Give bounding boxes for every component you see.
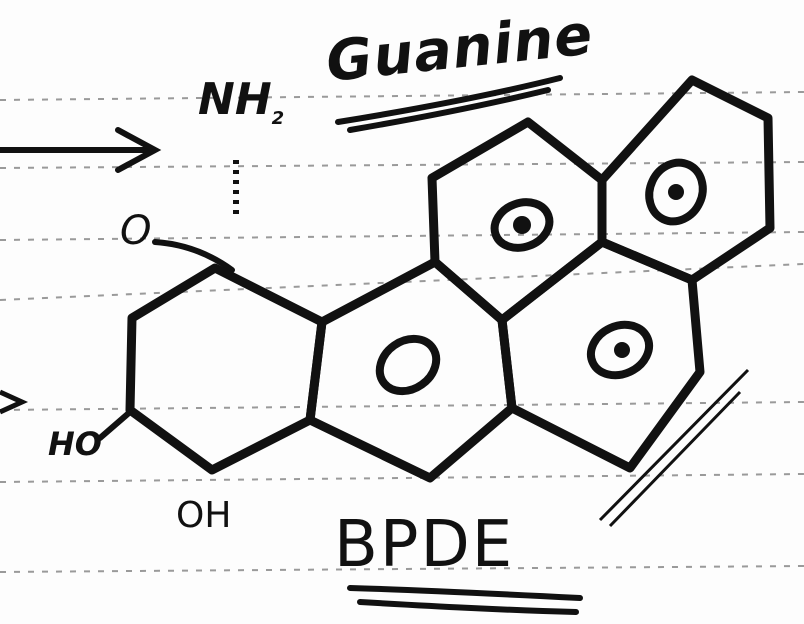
epoxide-bond — [152, 239, 235, 273]
bpde-underline — [347, 585, 583, 601]
oxygen-label: O — [120, 208, 152, 254]
aromatic-circle-b — [375, 334, 441, 396]
hatch-stroke-2 — [608, 390, 742, 528]
aromatic-circle-c — [490, 198, 554, 252]
amine-label: NH2 — [198, 74, 284, 129]
amine-text: NH — [198, 74, 272, 125]
hydroxyl-bottom-label: OH — [176, 495, 232, 536]
aromatic-dot-e — [614, 342, 630, 358]
aromatic-dot-c — [513, 216, 531, 234]
ring-a — [125, 263, 327, 475]
aromatic-circle-e — [586, 320, 654, 380]
ring-b — [305, 257, 517, 483]
reaction-arrow — [0, 127, 162, 173]
amine-subscript: 2 — [271, 107, 285, 129]
aromatic-circle-d — [645, 158, 707, 226]
bpde-underline-2 — [357, 599, 579, 615]
hatch-stroke-1 — [598, 368, 750, 522]
aromatic-dot-d — [668, 184, 684, 200]
ring-e — [497, 237, 705, 473]
partial-arrow-left-edge — [0, 389, 29, 415]
guanine-underline — [335, 75, 563, 125]
compound-label: BPDE — [334, 508, 515, 582]
hydroxyl-left-label: HO — [48, 425, 102, 463]
guanine-underline-2 — [347, 87, 551, 133]
ho-bond — [97, 409, 133, 441]
